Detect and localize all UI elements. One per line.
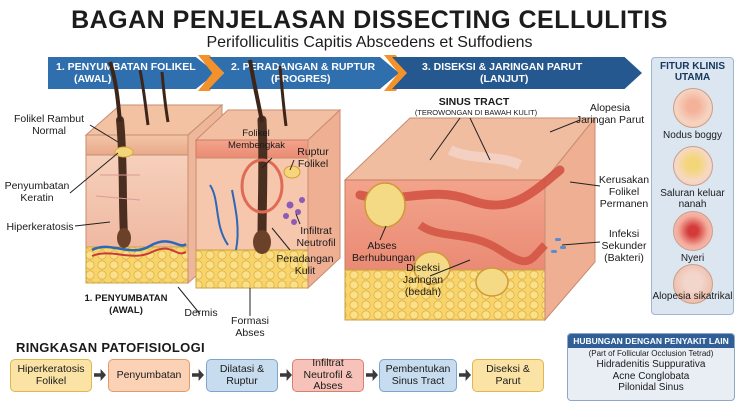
stage-banner-3: 3. DISEKSI & JARINGAN PARUT(LANJUT) (392, 57, 642, 89)
label-stage1-caption: 1. PENYUMBATAN(AWAL) (78, 293, 174, 317)
label-ruptur-folikel: Ruptur Folikel (297, 146, 329, 170)
related-disease-1: Hidradenitis Suppurativa (596, 359, 706, 370)
related-disease-2: Acne Conglobata (612, 370, 690, 382)
leader-lines (69, 117, 601, 316)
clinical-features-title: FITUR KLINIS UTAMA (660, 61, 725, 83)
stage1-caption-line1: 1. PENYUMBATAN (84, 293, 168, 304)
label-formasi-abses: Formasi Abses (231, 315, 269, 339)
label-infiltrat-neutrofil: Infiltrat Neutrofil (296, 225, 336, 249)
label-folikel-normal: Folikel Rambut Normal (13, 113, 85, 137)
label-folikel-membengkak: Folikel Membengkak (228, 128, 286, 151)
boggy-nodule-icon (673, 88, 713, 128)
stage-2-skin-block (194, 59, 342, 290)
summary-step-5: Pembentukan Sinus Tract (379, 359, 457, 392)
stage-3-title: 3. DISEKSI & JARINGAN PARUT (422, 61, 583, 73)
related-diseases-box: HUBUNGAN DENGAN PENYAKIT LAIN (Part of F… (567, 333, 735, 401)
summary-step-1: Hiperkeratosis Folikel (10, 359, 92, 392)
stage-3-sub: (LANJUT) (480, 73, 529, 85)
summary-step-4: Infiltrat Neutrofil & Abses (292, 358, 364, 392)
pus-drainage-icon (673, 146, 713, 186)
stage-1-title: 1. PENYUMBATAN FOLIKEL (56, 61, 196, 73)
label-penyumbatan-keratin: Penyumbatan Keratin (4, 180, 70, 204)
feature-saluran-keluar-nanah: Saluran keluar nanah (660, 188, 725, 210)
stage-banner-2: 2. PERADANGAN & RUPTUR(PROGRES) (209, 57, 399, 89)
stage-banner-1: 1. PENYUMBATAN FOLIKEL(AWAL) (48, 57, 216, 89)
page-subtitle: Perifolliculitis Capitis Abscedens et Su… (206, 34, 533, 51)
stage-3-skin-block (343, 116, 597, 322)
label-sinus-tract-sub: (TEROWONGAN DI BAWAH KULIT) (414, 108, 538, 117)
scarring-alopecia-icon (673, 264, 713, 304)
stage-2-title: 2. PERADANGAN & RUPTUR (231, 61, 376, 73)
related-header: HUBUNGAN DENGAN PENYAKIT LAIN (568, 334, 734, 348)
summary-step-6: Diseksi & Parut (472, 359, 544, 392)
summary-step-2: Penyumbatan (108, 359, 190, 392)
related-subheader: (Part of Follicular Occlusion Tetrad) (588, 349, 714, 358)
label-diseksi-jaringan: Diseksi Jaringan (bedah) (402, 262, 444, 298)
feature-alopesia-sikatrikal: Alopesia sikatrikal (652, 291, 733, 302)
label-abses-berhubungan: Abses Berhubungan (352, 240, 416, 264)
pain-icon (673, 211, 713, 251)
stage1-caption-line2: (AWAL) (109, 305, 143, 316)
summary-step-3: Dilatasi & Ruptur (206, 359, 278, 392)
feature-nodus-boggy: Nodus boggy (663, 130, 722, 141)
stage-1-sub: (AWAL) (74, 73, 112, 85)
stage-2-sub: (PROGRES) (271, 73, 331, 85)
feature-nyeri: Nyeri (680, 253, 705, 264)
label-infeksi-sekunder: Infeksi Sekunder (Bakteri) (601, 228, 647, 264)
related-disease-3: Pilonidal Sinus (618, 382, 684, 393)
label-dermis: Dermis (184, 307, 218, 319)
label-sinus-tract: SINUS TRACT (438, 96, 510, 108)
label-kerusakan-folikel: Kerusakan Folikel Permanen (598, 174, 650, 210)
label-peradangan-kulit: Peradangan Kulit (276, 253, 334, 277)
summary-title: RINGKASAN PATOFISIOLOGI (16, 340, 205, 355)
label-alopesia-jaringan-parut: Alopesia Jaringan Parut (575, 102, 645, 126)
label-hiperkeratosis: Hiperkeratosis (6, 221, 74, 233)
clinical-features-panel: FITUR KLINIS UTAMA Nodus boggy Saluran k… (651, 57, 734, 315)
page-title: BAGAN PENJELASAN DISSECTING CELLULITIS (71, 6, 668, 34)
